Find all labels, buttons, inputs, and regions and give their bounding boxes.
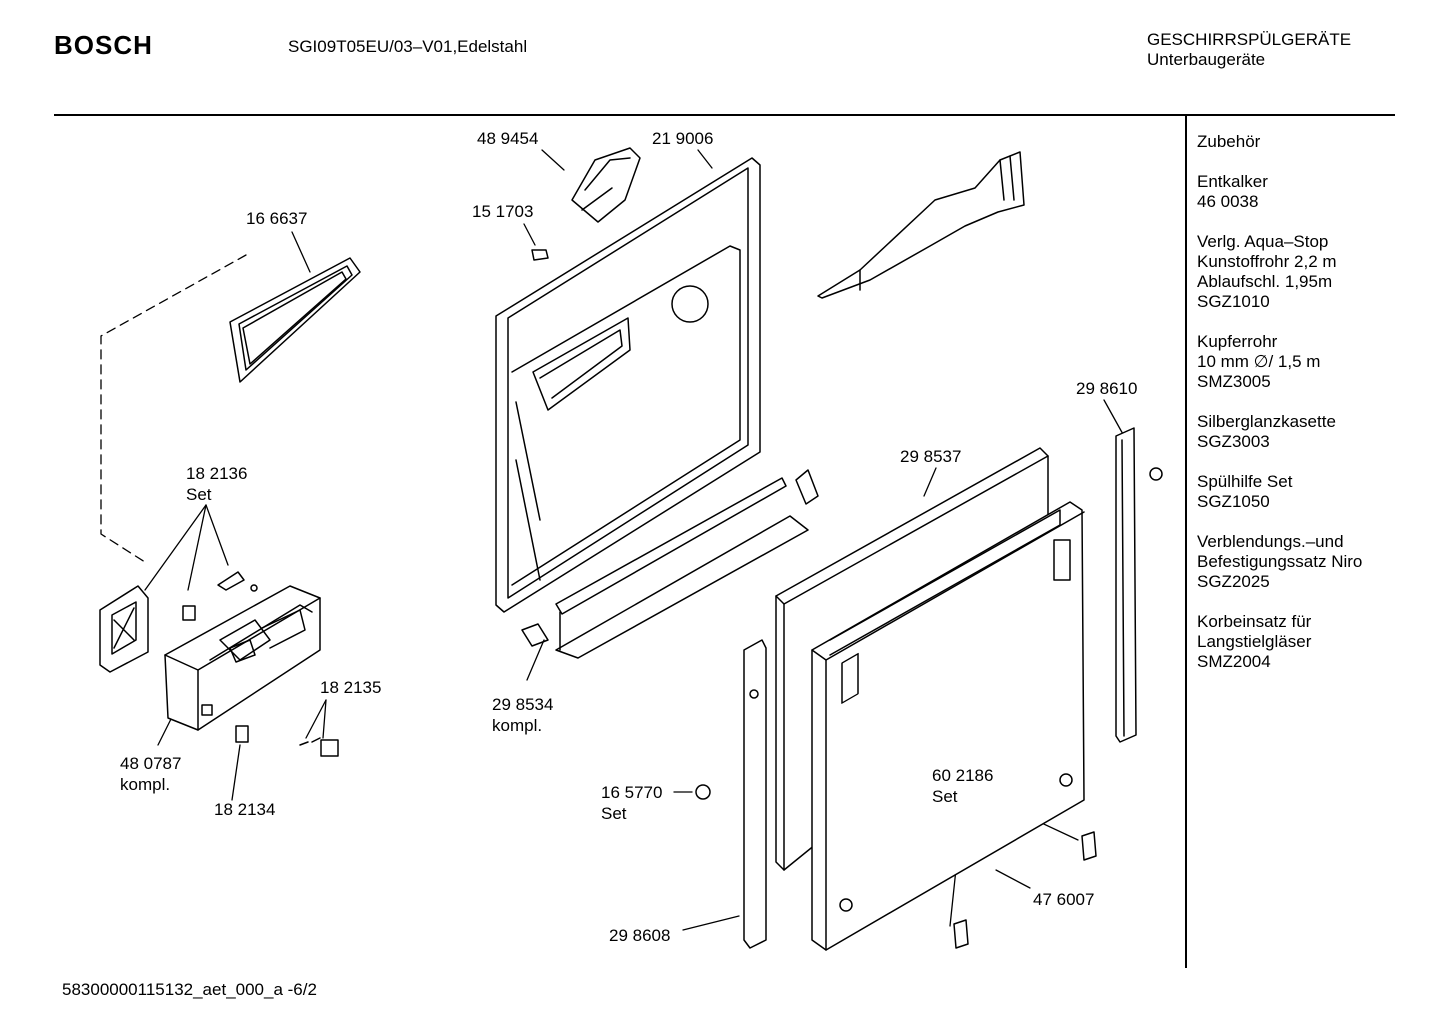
knob-part xyxy=(1149,467,1163,481)
label-21-9006: 21 9006 xyxy=(652,129,714,148)
label-16-5770: 16 5770 xyxy=(601,783,663,802)
category-title: GESCHIRRSPÜLGERÄTE Unterbaugeräte xyxy=(1147,30,1351,70)
front-panel-part xyxy=(811,501,1085,951)
accessory-line: SGZ1010 xyxy=(1197,292,1270,311)
label-18-2136: 18 2136 xyxy=(186,464,248,483)
label-18-2136-set: Set xyxy=(186,485,212,504)
label-48-9454: 48 9454 xyxy=(477,129,539,148)
hinge-right xyxy=(1081,831,1097,861)
label-16-5770-set: Set xyxy=(601,804,627,823)
label-29-8610: 29 8610 xyxy=(1076,379,1138,398)
label-16-6637: 16 6637 xyxy=(246,209,308,228)
clip-18-2134 xyxy=(235,725,249,743)
screw-part xyxy=(531,249,549,261)
inner-door-panel-part xyxy=(495,157,761,613)
label-29-8608: 29 8608 xyxy=(609,926,671,945)
accessory-group: Zubehör xyxy=(1197,132,1387,152)
accessory-line: 46 0038 xyxy=(1197,192,1259,211)
accessory-line: Verlg. Aqua–Stop xyxy=(1197,232,1329,251)
document-footer: 58300000115132_aet_000_a -6/2 xyxy=(62,980,317,999)
dispenser-seal-part xyxy=(229,257,361,383)
accessory-line: Verblendungs.–und xyxy=(1197,532,1344,551)
dashed-assembly-line xyxy=(100,254,247,565)
header-divider xyxy=(54,114,1395,116)
mounting-rail-part xyxy=(817,151,1025,299)
handle-part xyxy=(571,147,641,223)
accessory-line: SMZ2004 xyxy=(1197,652,1271,671)
small-clip-part xyxy=(182,605,196,621)
hinge-bracket-left xyxy=(521,623,549,647)
label-60-2186: 60 2186 xyxy=(932,766,994,785)
accessory-line: Zubehör xyxy=(1197,132,1261,151)
accessory-line: Langstielgläser xyxy=(1197,632,1312,651)
small-pin-part xyxy=(299,737,321,746)
label-29-8537: 29 8537 xyxy=(900,447,962,466)
accessory-line: Kunstoffrohr 2,2 m xyxy=(1197,252,1337,271)
side-strip-left xyxy=(743,639,767,949)
accessory-line: SGZ1050 xyxy=(1197,492,1270,511)
clip-18-2135 xyxy=(320,739,339,757)
label-18-2134: 18 2134 xyxy=(214,800,276,819)
dispenser-bracket-part xyxy=(99,585,149,673)
accessory-line: SGZ2025 xyxy=(1197,572,1270,591)
accessory-line: Korbeinsatz für xyxy=(1197,612,1312,631)
accessory-line: Entkalker xyxy=(1197,172,1268,191)
label-48-0787-kompl: kompl. xyxy=(120,775,171,794)
accessory-line: SMZ3005 xyxy=(1197,372,1271,391)
label-47-6007: 47 6007 xyxy=(1033,890,1095,909)
brand-logo: BOSCH xyxy=(54,30,153,60)
accessory-divider xyxy=(1185,116,1187,968)
accessory-line: Ablaufschl. 1,95m xyxy=(1197,272,1333,291)
lever-part xyxy=(217,571,245,591)
accessory-line: 10 mm ∅/ 1,5 m xyxy=(1197,352,1321,371)
label-29-8534: 29 8534 xyxy=(492,695,554,714)
knob-16-5770 xyxy=(695,784,711,800)
label-18-2135: 18 2135 xyxy=(320,678,382,697)
category-line-2: Unterbaugeräte xyxy=(1147,50,1266,69)
side-strip-right-edge xyxy=(1121,439,1125,737)
label-29-8534-kompl: kompl. xyxy=(492,716,543,735)
accessory-line: Silberglanzkasette xyxy=(1197,412,1336,431)
accessory-line: Kupferrohr xyxy=(1197,332,1278,351)
side-strip-right xyxy=(1115,427,1137,743)
pin-part xyxy=(250,584,258,592)
dispenser-unit-part xyxy=(164,585,321,731)
model-number: SGI09T05EU/03–V01,Edelstahl xyxy=(288,37,528,56)
bottom-strip-part xyxy=(555,477,809,659)
accessory-line: Spülhilfe Set xyxy=(1197,472,1293,491)
hinge-bracket-right xyxy=(795,469,819,505)
hinge-bottom xyxy=(953,919,969,949)
label-60-2186-set: Set xyxy=(932,787,958,806)
side-strip-hole xyxy=(749,689,759,699)
category-line-1: GESCHIRRSPÜLGERÄTE xyxy=(1147,30,1352,49)
accessory-line: SGZ3003 xyxy=(1197,432,1270,451)
label-48-0787: 48 0787 xyxy=(120,754,182,773)
label-15-1703: 15 1703 xyxy=(472,202,534,221)
accessory-line: Befestigungssatz Niro xyxy=(1197,552,1363,571)
